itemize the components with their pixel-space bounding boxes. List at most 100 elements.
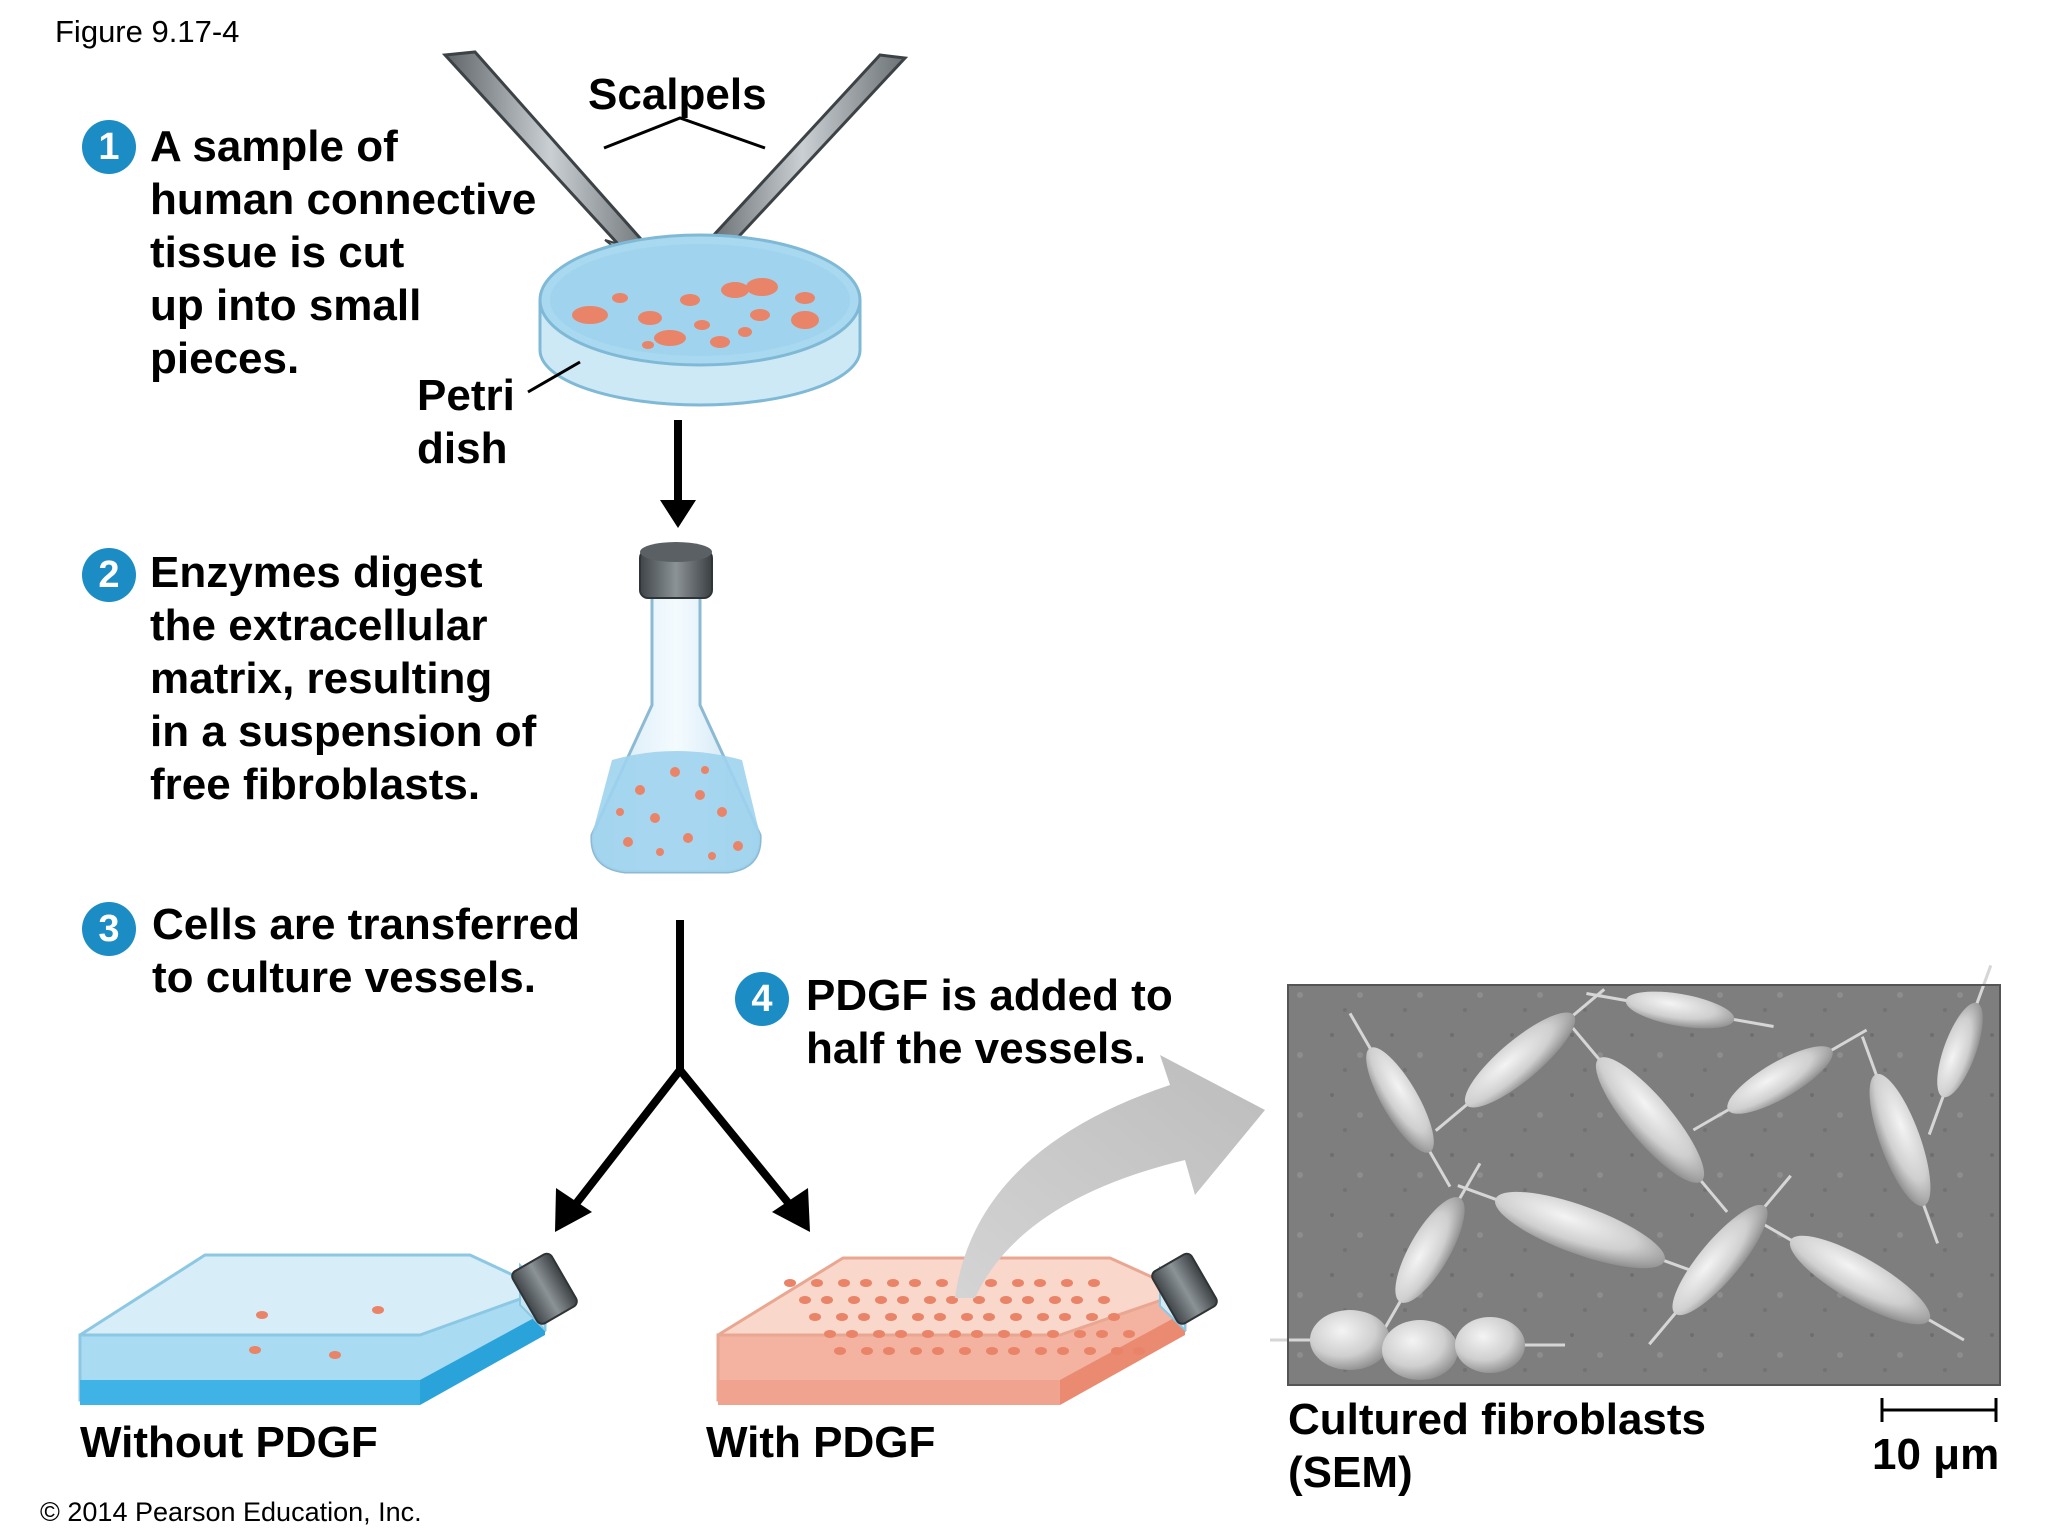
fibroblast-cell	[1366, 1047, 1434, 1153]
pdgf-cell	[861, 1347, 873, 1355]
pdgf-cell	[784, 1279, 796, 1287]
fibroblast-cell	[1395, 1197, 1465, 1303]
petri-dish-leader-line	[527, 360, 581, 394]
pdgf-cell	[883, 1347, 895, 1355]
copyright-notice: © 2014 Pearson Education, Inc.	[40, 1497, 422, 1527]
pdgf-cell	[1133, 1347, 1145, 1355]
pdgf-cell	[838, 1279, 850, 1287]
pdgf-cell	[848, 1296, 860, 1304]
step-4-text: PDGF is added to half the vessels.	[806, 971, 1173, 1073]
petri-dish-label: Petri dish	[417, 371, 515, 473]
pdgf-cell	[858, 1313, 870, 1321]
without-pdgf-label: Without PDGF	[80, 1418, 378, 1467]
pdgf-cell	[834, 1347, 846, 1355]
pdgf-cell	[897, 1296, 909, 1304]
figure-label: Figure 9.17-4	[55, 14, 240, 49]
scalpels-label: Scalpels	[588, 70, 767, 119]
with-pdgf-label: With PDGF	[706, 1418, 936, 1467]
pdgf-cell	[986, 1347, 998, 1355]
fibroblast-cell	[1789, 1235, 1931, 1325]
step-3-text: Cells are transferred to culture vessels…	[152, 900, 580, 1002]
pdgf-cell	[1049, 1296, 1061, 1304]
pdgf-cell	[1012, 1279, 1024, 1287]
pdgf-cell	[1098, 1296, 1110, 1304]
pdgf-cell	[949, 1330, 961, 1338]
fibroblast-cell	[1727, 1046, 1833, 1114]
scalpels-leader-line	[603, 116, 766, 150]
pdgf-cell	[998, 1330, 1010, 1338]
pdgf-cell	[1096, 1330, 1108, 1338]
pdgf-cell	[887, 1279, 899, 1287]
pdgf-cell	[846, 1330, 858, 1338]
pdgf-cell	[910, 1347, 922, 1355]
pdgf-cell	[1047, 1330, 1059, 1338]
arrow-1-to-2-head	[660, 500, 696, 528]
grey-callout-arrow	[955, 1055, 1265, 1298]
fibroblast-cell	[1455, 1317, 1525, 1373]
culture-flask-without-pdgf	[78, 1252, 578, 1405]
step-1-badge: 1	[82, 120, 136, 174]
pdgf-cell	[959, 1347, 971, 1355]
pdgf-cell	[1000, 1296, 1012, 1304]
pdgf-cell	[811, 1279, 823, 1287]
pdgf-cell	[983, 1313, 995, 1321]
pdgf-cell	[1008, 1347, 1020, 1355]
pdgf-cell	[860, 1279, 872, 1287]
fibroblast-cell	[1672, 1204, 1768, 1316]
pdgf-cell	[932, 1347, 944, 1355]
pdgf-cell	[1084, 1347, 1096, 1355]
scale-bar	[1880, 1398, 1998, 1422]
pdgf-cell	[1010, 1313, 1022, 1321]
pdgf-cell	[961, 1313, 973, 1321]
pdgf-cell	[936, 1279, 948, 1287]
pdgf-cell	[1074, 1330, 1086, 1338]
pdgf-cell	[1088, 1279, 1100, 1287]
pdgf-cell	[973, 1296, 985, 1304]
fibroblast-cell	[1382, 1320, 1458, 1380]
step-2-badge: 2	[82, 548, 136, 602]
pdgf-cell	[809, 1313, 821, 1321]
pdgf-cell	[885, 1313, 897, 1321]
pdgf-cell	[1123, 1330, 1135, 1338]
pdgf-cell	[922, 1330, 934, 1338]
fibroblast-cell	[1310, 1310, 1390, 1370]
sem-micrograph	[1270, 964, 2001, 1386]
petri-dish	[538, 233, 862, 407]
fibroblast-cell	[1869, 1073, 1931, 1207]
fibroblast-cell	[1937, 1002, 1983, 1098]
pdgf-cell	[836, 1313, 848, 1321]
pdgf-cell	[1111, 1347, 1123, 1355]
pdgf-cell	[1034, 1279, 1046, 1287]
pdgf-cell	[1035, 1347, 1047, 1355]
pdgf-cell	[909, 1279, 921, 1287]
fibroblast-cell	[1625, 991, 1735, 1029]
pdgf-cell	[985, 1279, 997, 1287]
fibroblast-cell	[1495, 1191, 1665, 1269]
pdgf-cell	[1037, 1313, 1049, 1321]
scale-bar-label: 10 μm	[1872, 1430, 2000, 1479]
step-4-badge: 4	[735, 972, 789, 1026]
pdgf-cell	[912, 1313, 924, 1321]
pdgf-cell	[1071, 1296, 1083, 1304]
pdgf-cell	[1020, 1330, 1032, 1338]
pdgf-cell	[821, 1296, 833, 1304]
pdgf-cell	[895, 1330, 907, 1338]
pdgf-cell	[1057, 1347, 1069, 1355]
fibroblast-cell	[1595, 1057, 1705, 1183]
pdgf-cell	[971, 1330, 983, 1338]
pdgf-cell	[873, 1330, 885, 1338]
step-3-badge: 3	[82, 902, 136, 956]
pdgf-cell	[924, 1296, 936, 1304]
pdgf-cell	[1059, 1313, 1071, 1321]
pdgf-cell	[824, 1330, 836, 1338]
pdgf-cell	[1086, 1313, 1098, 1321]
fibroblast-cell	[1464, 1012, 1576, 1108]
pdgf-cell	[799, 1296, 811, 1304]
pdgf-cell	[1108, 1313, 1120, 1321]
branching-arrow	[555, 920, 810, 1232]
step-2-text: Enzymes digest the extracellular matrix,…	[150, 548, 537, 809]
pdgf-cell	[1022, 1296, 1034, 1304]
pdgf-cell	[934, 1313, 946, 1321]
step-1-text: A sample of human connective tissue is c…	[150, 122, 537, 383]
